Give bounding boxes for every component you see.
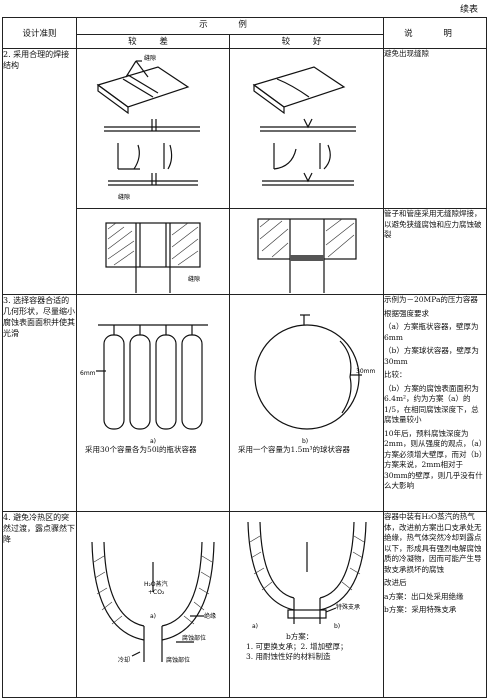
header-better: 较 好 bbox=[228, 34, 385, 49]
vessel-outlet-bad-drawing: H₂O蒸汽 +CO₂ 绝缘 腐蚀部位 冷却 腐蚀部位 a) bbox=[91, 541, 216, 664]
thickness-6mm-label: 6mm bbox=[80, 370, 96, 377]
fig-a-label-row4: a) bbox=[150, 613, 156, 620]
co2-label: +CO₂ bbox=[148, 589, 165, 596]
criterion-3: 3. 选择容器合适的几何形状，尽量缩小腐蚀表面面积并使其光滑 bbox=[2, 294, 77, 512]
corrosion-site-label: 腐蚀部位 bbox=[182, 634, 206, 642]
fig-b-label: b) bbox=[302, 438, 308, 445]
row4-worse-figure: H₂O蒸汽 +CO₂ 绝缘 腐蚀部位 冷却 腐蚀部位 a) bbox=[76, 511, 230, 698]
thickness-30mm-label: 30mm bbox=[356, 368, 375, 375]
note-line: 改进后 bbox=[384, 578, 407, 587]
header-criterion: 设计准则 bbox=[2, 17, 77, 49]
row3-better-caption: 采用一个容量为1.5m³的球状容器 bbox=[238, 445, 351, 454]
row2-worse-pipe-figure: 缝隙 bbox=[76, 208, 230, 295]
welded-plate-good-drawing bbox=[252, 66, 356, 186]
fig-a-label: a) bbox=[150, 438, 156, 445]
note-line: 示例为－20MPa的压力容器 bbox=[384, 295, 478, 304]
note-line: （b）方案的腐蚀表面面积为6.4m²，约为方案（a）的1/5，在相同腐蚀深度下，… bbox=[384, 383, 479, 425]
row2-better-pipe-figure bbox=[228, 208, 385, 295]
insulation-label: 绝缘 bbox=[204, 612, 216, 620]
welded-plate-gaps-drawing: 缝隙 缝隙 bbox=[96, 54, 200, 201]
row4-notes: 容器中装有H₂O蒸汽的热气体，改进前方案出口支承处无绝缘，热气体突然冷却到露点以… bbox=[383, 511, 488, 698]
note-line: 比较： bbox=[384, 370, 407, 379]
gap-label-3: 缝隙 bbox=[188, 275, 200, 283]
header-worse: 较 差 bbox=[76, 34, 230, 49]
row3-worse-figure: 6mm a) 采用30个容量各为50l的瓶状容器 bbox=[76, 294, 230, 512]
vessel-outlet-good-drawing: 特殊支承 a) b) bbox=[246, 521, 367, 630]
note-line: 容器中装有H₂O蒸汽的热气体，改进前方案出口支承处无绝缘，热气体突然冷却到露点以… bbox=[384, 512, 482, 574]
row3-better-figure: b) 30mm 采用一个容量为1.5m³的球状容器 bbox=[228, 294, 385, 512]
fig-a-label-row4b: a) bbox=[252, 623, 258, 630]
design-criteria-table: 设计准则 示 例 说 明 较 差 较 好 2. 采用合理的焊接结构 bbox=[2, 17, 488, 698]
continued-label: 续表 bbox=[459, 5, 478, 15]
fig-b-label-row4b: b) bbox=[334, 623, 340, 630]
row3-notes: 示例为－20MPa的压力容器 根据强度要求 （a）方案瓶状容器，壁厚为6mm （… bbox=[383, 294, 488, 512]
note-line: a方案：出口处采用绝缘 bbox=[384, 591, 464, 601]
gap-label-1: 缝隙 bbox=[144, 54, 156, 62]
bottle-containers-drawing: 6mm a) bbox=[80, 324, 208, 445]
caption-line: 1. 可更换支承；2. 增加壁厚； bbox=[246, 642, 348, 651]
pipe-in-socket-gap-drawing: 缝隙 bbox=[105, 222, 201, 293]
note-line: （a）方案瓶状容器，壁厚为6mm bbox=[384, 322, 479, 342]
row2-note-b: 管子和管座采用无缝隙焊接，以避免狭缝腐蚀和应力腐蚀破裂 bbox=[383, 208, 488, 295]
note-line: 根据强度要求 bbox=[384, 308, 430, 318]
criterion-2: 2. 采用合理的焊接结构 bbox=[2, 48, 77, 295]
row3-worse-caption: 采用30个容量各为50l的瓶状容器 bbox=[85, 445, 197, 454]
row4-better-caption: b方案： 1. 可更换支承；2. 增加壁厚； 3. 用耐蚀性好的材料制造 bbox=[230, 632, 383, 662]
criterion-4: 4. 避免冷热区的突然过渡，露点骤然下降 bbox=[2, 511, 77, 698]
caption-line: 3. 用耐蚀性好的材料制造 bbox=[246, 652, 331, 661]
steam-label: H₂O蒸汽 bbox=[144, 580, 168, 588]
gap-label-2: 缝隙 bbox=[118, 193, 130, 201]
row2-note-a: 避免出现缝隙 bbox=[383, 48, 488, 209]
spherical-container-drawing: b) 30mm bbox=[253, 314, 375, 445]
note-line: b方案：采用特殊支承 bbox=[384, 605, 457, 614]
pipe-in-socket-good-drawing bbox=[256, 218, 357, 293]
row2-better-figure bbox=[228, 48, 385, 209]
row2-worse-figure: 缝隙 缝隙 bbox=[76, 48, 230, 209]
header-examples: 示 例 bbox=[75, 17, 385, 35]
header-notes: 说 明 bbox=[383, 17, 488, 49]
note-line: 10年后，预料腐蚀深度为2mm，则从强度的观点，（a）方案必须增大壁厚，而对（b… bbox=[384, 428, 483, 491]
row4-better-figure: 特殊支承 a) b) b方案： 1. 可更换支承；2. 增加壁厚； 3. 用耐蚀… bbox=[228, 511, 385, 698]
special-support-label: 特殊支承 bbox=[336, 603, 360, 611]
caption-line: b方案： bbox=[286, 632, 314, 641]
corrosion-site-label-2: 腐蚀部位 bbox=[166, 656, 190, 664]
cooling-label: 冷却 bbox=[118, 656, 130, 664]
note-line: （b）方案球状容器，壁厚为30mm bbox=[384, 346, 479, 366]
